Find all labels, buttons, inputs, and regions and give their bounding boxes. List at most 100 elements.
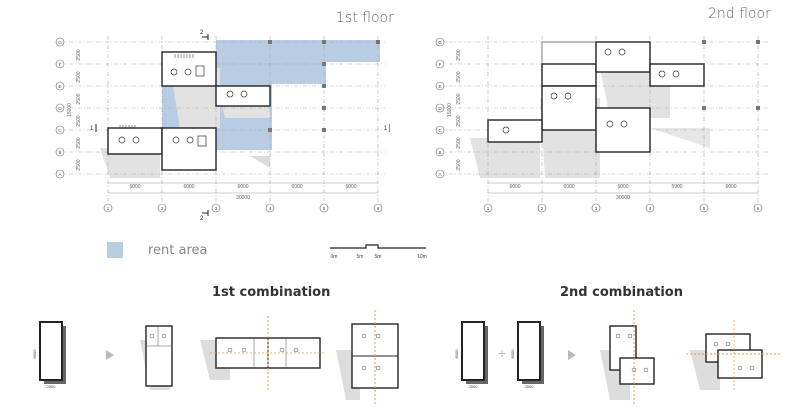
row-labels: G F E D C B A (58, 40, 62, 177)
col-dims: 6000 6000 6000 5900 6000 30000 (509, 184, 736, 201)
section-label: 2 (200, 30, 204, 36)
col-dim: 5900 (671, 184, 682, 190)
shadow (650, 128, 710, 148)
module (595, 41, 651, 73)
row-label: B (58, 150, 61, 155)
row-dim: 2500 (76, 137, 82, 148)
module-block (461, 321, 485, 381)
row-label: E (58, 84, 61, 89)
col-label: 6 (377, 206, 380, 211)
row-dim: 2500 (456, 49, 462, 60)
scale-tick: 10m (417, 254, 427, 260)
col-label: 2 (161, 206, 164, 211)
total-col-dim: 30000 (616, 195, 630, 201)
row-dim: 2500 (76, 159, 82, 170)
col-label: 5 (703, 206, 706, 211)
row-label: G (58, 40, 62, 45)
plus-icon: + (498, 345, 506, 361)
row-dim: 2500 (456, 137, 462, 148)
module-plan (717, 349, 763, 379)
row-dim: 2500 (76, 49, 82, 60)
col-bubbles (103, 203, 383, 213)
scale-tick: 5m (357, 254, 364, 260)
col-dim: 6000 (563, 184, 574, 190)
shadow (250, 156, 270, 168)
row-dims: 2500 2500 2500 2500 2500 2500 15000 (67, 49, 82, 170)
section-label: 1 (90, 126, 94, 132)
col-label: 4 (649, 206, 652, 211)
col-dim: 6000 (237, 184, 248, 190)
row-labels: G F E D C B A (438, 40, 442, 177)
fixtures (118, 65, 248, 147)
section-label: 2 (200, 216, 204, 222)
combo2-title: 2nd combination (560, 285, 683, 300)
module-dim-v: 8000 (32, 349, 37, 359)
module-dim-v: 8000 (510, 349, 515, 359)
col-label: 6 (757, 206, 760, 211)
col-label: 3 (595, 206, 598, 211)
row-label: D (438, 106, 442, 111)
module-dim-h: 2500 (469, 384, 479, 389)
section-marks (95, 34, 390, 216)
floor1-plan: G F E D C B A 2500 2500 2500 2500 2500 2… (55, 30, 390, 222)
modules (487, 41, 705, 153)
module-plan (619, 357, 655, 385)
col-bubbles (483, 203, 763, 213)
col-label: 3 (215, 206, 218, 211)
section-labels: 2 2 1 1 (90, 30, 388, 222)
col-label: 2 (541, 206, 544, 211)
arrow-icon (568, 350, 576, 360)
scale-bar: 0m 5m 5m 10m (330, 244, 427, 260)
col-dim: 6000 (345, 184, 356, 190)
row-label: A (58, 172, 61, 177)
row-label: F (59, 62, 62, 67)
module-dim-v: 8000 (454, 349, 459, 359)
column-dots (268, 40, 380, 132)
floor2-plan: G F E D C B A 2500 2500 2500 2500 2500 2… (435, 36, 768, 213)
fixtures (502, 48, 680, 134)
row-label: F (439, 62, 442, 67)
col-dim: 6000 (183, 184, 194, 190)
column-dots (702, 40, 760, 110)
module (161, 127, 217, 171)
row-bubbles (435, 37, 445, 179)
floor1-title: 1st floor (336, 10, 394, 26)
col-labels: 1 2 3 4 5 6 (107, 206, 380, 211)
module (541, 85, 597, 131)
row-dims: 2500 2500 2500 2500 2500 2500 15000 (447, 49, 462, 170)
row-label: B (438, 150, 441, 155)
scale-tick: 0m (331, 254, 338, 260)
row-dim: 2500 (456, 159, 462, 170)
row-dim: 2500 (76, 71, 82, 82)
row-dim: 2500 (456, 71, 462, 82)
arrow-icon (106, 350, 114, 360)
rent-area-label: rent area (148, 243, 208, 258)
row-dim: 2500 (456, 93, 462, 104)
module-block (517, 321, 541, 381)
row-bubbles (55, 37, 65, 179)
module (541, 63, 597, 87)
total-row-dim: 15000 (67, 103, 73, 117)
module-dim-h: 2500 (525, 384, 535, 389)
module-plan (145, 325, 173, 387)
stairs (119, 54, 194, 129)
col-labels: 1 2 3 4 5 6 (487, 206, 760, 211)
combo1-title: 1st combination (212, 285, 331, 300)
balcony (541, 41, 596, 64)
module-block (39, 321, 63, 381)
row-label: C (58, 128, 62, 133)
module (595, 107, 651, 153)
section-label: 1 (384, 126, 388, 132)
row-label: A (438, 172, 441, 177)
col-label: 5 (323, 206, 326, 211)
module (487, 119, 543, 143)
row-dim: 2500 (456, 115, 462, 126)
floor2-title: 2nd floor (708, 6, 771, 22)
col-dim: 6000 (129, 184, 140, 190)
col-dims: 6000 6000 6000 6000 6000 30000 (129, 184, 356, 201)
col-dim: 6000 (291, 184, 302, 190)
shadow (470, 138, 540, 178)
rent-area (216, 40, 380, 62)
total-col-dim: 30000 (236, 195, 250, 201)
total-row-dim: 15000 (447, 103, 453, 117)
